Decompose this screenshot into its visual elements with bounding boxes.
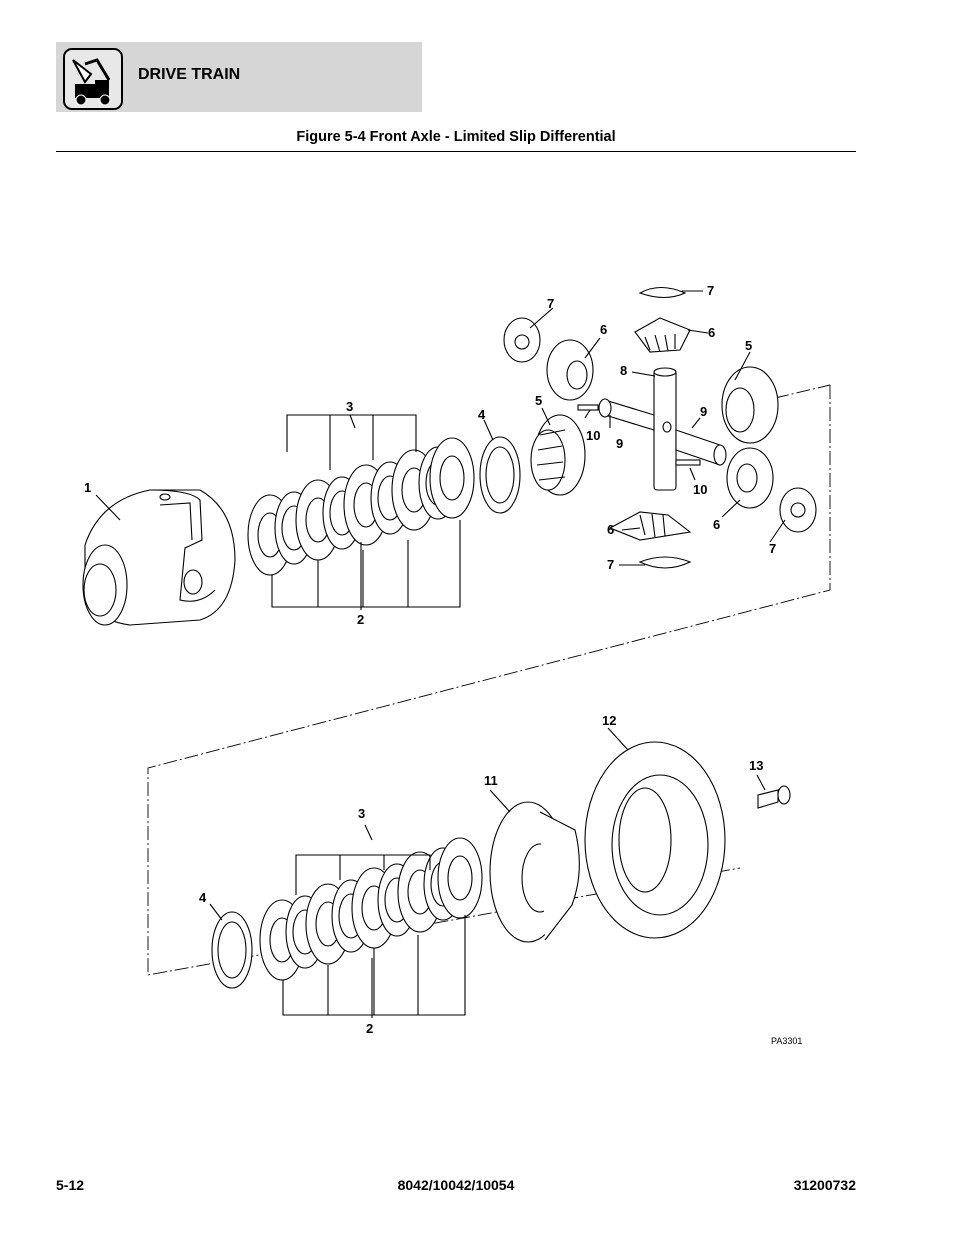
bracket-3-lower: [295, 854, 431, 895]
pinion-gear-right: [726, 447, 774, 509]
callout-9-right: 9: [700, 404, 707, 419]
thrust-washer-right: [779, 487, 817, 533]
callout-6-right: 6: [713, 517, 720, 532]
differential-flange: [489, 801, 580, 943]
assembly-boundary: [147, 385, 831, 976]
pinion-gear-upper-left: [546, 339, 594, 401]
callout-3-upper: 3: [346, 399, 353, 414]
callout-11: 11: [484, 773, 498, 788]
figure-title: Figure 5-4 Front Axle - Limited Slip Dif…: [296, 129, 616, 145]
differential-case: [82, 489, 236, 626]
callout-7-right: 7: [769, 541, 776, 556]
thrust-washer-bottom: [638, 556, 692, 569]
section-title: DRIVE TRAIN: [138, 66, 241, 83]
callout-7-top: 7: [707, 283, 714, 298]
figure-code: PA3301: [771, 1036, 802, 1046]
section-header: DRIVE TRAIN: [56, 42, 422, 112]
callout-6-upper-left: 6: [600, 322, 607, 337]
page-number: 5-12: [56, 1177, 85, 1193]
callout-9-left: 9: [616, 436, 623, 451]
ring-gear: [584, 741, 726, 939]
callout-1: 1: [84, 480, 91, 495]
lower-thrust-washer: [211, 911, 253, 989]
drive-train-vehicle-icon: [63, 48, 123, 110]
callout-13: 13: [749, 758, 763, 773]
callout-2-lower: 2: [366, 1021, 373, 1036]
callout-5-right: 5: [745, 338, 752, 353]
side-gear-right: [721, 366, 779, 444]
callout-5-left: 5: [535, 393, 542, 408]
callout-12: 12: [602, 713, 616, 728]
callout-7-bottom: 7: [607, 557, 614, 572]
bracket-2-upper: [271, 520, 461, 608]
callout-6-bottom: 6: [607, 522, 614, 537]
dowel-pin-upper: [577, 404, 599, 411]
bracket-2-lower: [282, 915, 466, 1016]
thrust-washer-top: [638, 286, 687, 299]
thrust-washer-upper-left: [503, 317, 541, 363]
callout-7-upper-left: 7: [547, 296, 554, 311]
callout-10-upper: 10: [586, 428, 600, 443]
callout-10-lower: 10: [693, 482, 707, 497]
dowel-pin-lower: [675, 459, 701, 466]
callout-4-lower: 4: [199, 890, 207, 905]
document-number: 31200732: [793, 1177, 856, 1193]
callout-2-upper: 2: [357, 612, 364, 627]
callout-4-upper: 4: [478, 407, 486, 422]
spider-cross-shaft: [598, 367, 727, 491]
callout-6-top: 6: [708, 325, 715, 340]
pinion-gear-bottom: [608, 511, 692, 541]
callout-3-lower: 3: [358, 806, 365, 821]
lower-clutch-pack: [259, 837, 483, 981]
ring-gear-bolt: [757, 785, 791, 809]
upper-clutch-pack: [247, 437, 475, 576]
upper-thrust-washer: [479, 436, 521, 514]
header-divider: [56, 151, 856, 152]
bracket-3-upper: [286, 414, 417, 470]
pinion-gear-top: [634, 317, 691, 353]
callout-8: 8: [620, 363, 627, 378]
model-numbers: 8042/10042/10054: [397, 1177, 515, 1193]
side-gear-left: [530, 414, 586, 496]
